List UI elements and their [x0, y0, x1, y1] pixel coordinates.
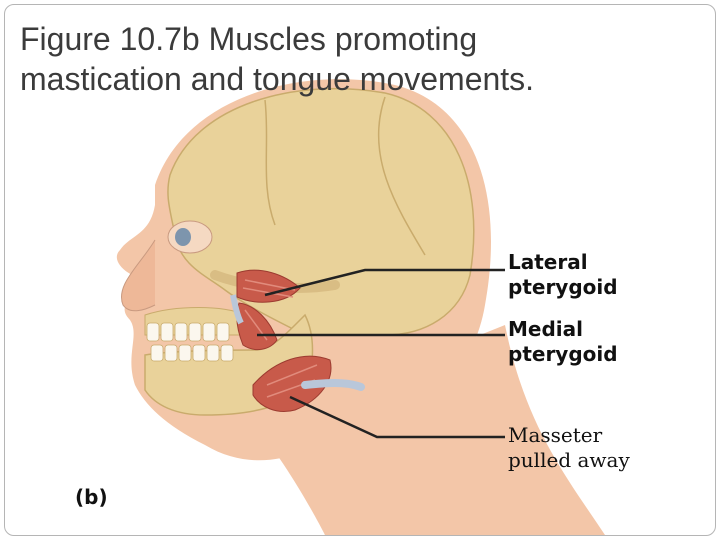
- slide-title: Figure 10.7b Muscles promoting masticati…: [20, 21, 535, 97]
- head-illustration: [116, 79, 605, 535]
- masseter-tendon: [301, 379, 365, 391]
- leader-lateral-pterygoid: [264, 268, 505, 297]
- tendon: [230, 294, 244, 325]
- leader-lines: [257, 268, 505, 439]
- panel-letter: (b): [75, 485, 108, 509]
- upper-teeth: [146, 322, 230, 342]
- label-medial-pterygoid: Medial pterygoid: [508, 317, 618, 366]
- eye: [175, 228, 191, 246]
- label-masseter: Masseter pulled away: [508, 423, 630, 472]
- nose: [121, 239, 156, 312]
- slide: Figure 10.7b Muscles promoting masticati…: [4, 4, 716, 536]
- neck-skin: [255, 325, 605, 535]
- label-lateral-pterygoid: Lateral pterygoid: [508, 250, 618, 299]
- lateral-pterygoid-muscle: [236, 269, 301, 303]
- leader-masseter: [289, 395, 505, 439]
- lower-teeth: [150, 344, 234, 362]
